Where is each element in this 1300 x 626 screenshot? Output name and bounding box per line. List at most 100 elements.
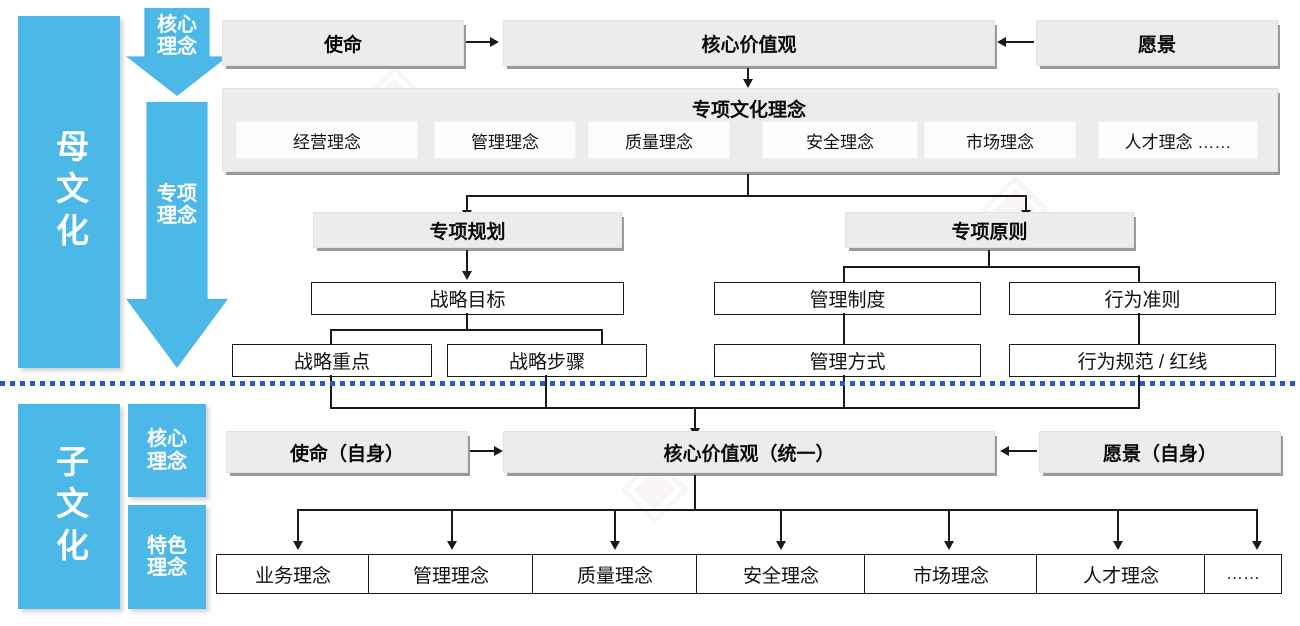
culture-chip-quality[interactable]: 质量理念	[588, 121, 730, 159]
behavior-guideline-box[interactable]: 行为准则	[1009, 282, 1276, 315]
child-item-safety[interactable]: 安全理念	[696, 554, 866, 594]
child-vision-label: 愿景（自身）	[1102, 443, 1217, 465]
culture-chip-management[interactable]: 管理理念	[434, 121, 576, 159]
culture-chip-talent[interactable]: 人才理念 ……	[1098, 121, 1258, 159]
child-item-management[interactable]: 管理理念	[368, 554, 534, 594]
connector-child-drop-2	[451, 509, 453, 545]
connector-child-mission-to-values	[470, 450, 496, 452]
management-method-box[interactable]: 管理方式	[714, 344, 981, 377]
strategy-goal-box[interactable]: 战略目标	[311, 282, 624, 315]
arrowhead-child-mission-to-values	[494, 446, 503, 456]
arrowhead-values-to-panel	[743, 79, 753, 88]
special-plan-header-label: 专项规划	[429, 221, 506, 243]
connector-branch-bus	[466, 195, 1026, 197]
parent-special-concept-line1: 专项	[157, 182, 197, 205]
connector-values-to-panel	[747, 68, 749, 84]
parent-mission-box[interactable]: 使命	[222, 20, 464, 66]
connector-panel-down	[747, 174, 749, 196]
culture-chip-quality-label: 质量理念	[625, 132, 693, 152]
management-system-box[interactable]: 管理制度	[714, 282, 981, 315]
arrowhead-mission-to-values	[490, 37, 499, 47]
connector-branch-right-drop	[1025, 195, 1027, 213]
child-culture-side-label: 子文化	[18, 404, 120, 609]
strategy-steps-label: 战略步骤	[508, 352, 585, 373]
connector-focus-cross	[330, 375, 332, 408]
child-item-market[interactable]: 市场理念	[864, 554, 1038, 594]
parent-core-values-box[interactable]: 核心价值观	[503, 20, 995, 66]
child-vision-box[interactable]: 愿景（自身）	[1039, 431, 1281, 473]
connector-principle-bus	[843, 266, 1139, 268]
child-item-quality[interactable]: 质量理念	[532, 554, 698, 594]
connector-goal-bus	[330, 329, 602, 331]
special-principle-header[interactable]: 专项原则	[845, 212, 1134, 248]
parent-core-values-label: 核心价值观	[701, 34, 797, 56]
connector-goal-right-drop	[601, 329, 603, 345]
culture-chip-talent-label: 人才理念 ……	[1124, 132, 1232, 152]
child-core-concept-line2: 理念	[147, 450, 187, 473]
connector-child-fanout-bus	[297, 509, 1257, 511]
parent-vision-label: 愿景	[1137, 34, 1176, 56]
connector-child-drop-4	[780, 509, 782, 545]
connector-principle-down	[988, 250, 990, 267]
culture-chip-market[interactable]: 市场理念	[924, 121, 1076, 159]
arrowhead-child-6	[1113, 541, 1123, 550]
connector-child-drop-1	[297, 509, 299, 545]
behavior-guideline-label: 行为准则	[1104, 290, 1181, 311]
child-mission-box[interactable]: 使命（自身）	[226, 431, 468, 473]
parent-culture-side-label-text: 母文化	[51, 129, 89, 255]
management-method-label: 管理方式	[809, 352, 886, 373]
behavior-norm-box[interactable]: 行为规范 / 红线	[1009, 344, 1276, 377]
arrowhead-child-5	[944, 541, 954, 550]
child-item-more-label: ……	[1226, 564, 1260, 583]
culture-chip-operation-label: 经营理念	[293, 132, 361, 152]
arrowhead-child-4	[776, 541, 786, 550]
special-culture-panel-title: 专项文化理念	[691, 100, 806, 121]
connector-child-vision-to-values	[1009, 450, 1037, 452]
connector-norm-cross	[1138, 375, 1140, 408]
connector-principle-left-drop	[843, 266, 845, 282]
parent-vision-box[interactable]: 愿景	[1036, 20, 1278, 66]
connector-goal-down	[466, 313, 468, 330]
child-item-market-label: 市场理念	[912, 565, 989, 587]
strategy-focus-label: 战略重点	[293, 352, 370, 373]
connector-child-drop-3	[614, 509, 616, 545]
culture-chip-safety[interactable]: 安全理念	[762, 121, 918, 159]
parent-culture-side-label: 母文化	[18, 16, 120, 368]
arrowhead-child-vision-to-values	[1000, 446, 1009, 456]
parent-special-concept-line2: 理念	[157, 205, 197, 227]
child-core-concept-band: 核心 理念	[128, 404, 206, 497]
child-item-business[interactable]: 业务理念	[216, 554, 370, 594]
behavior-norm-label: 行为规范 / 红线	[1077, 352, 1208, 373]
child-feature-concept-band: 特色 理念	[128, 505, 206, 609]
strategy-steps-box[interactable]: 战略步骤	[447, 344, 647, 377]
culture-chip-safety-label: 安全理念	[806, 132, 874, 152]
culture-chip-operation[interactable]: 经营理念	[236, 121, 418, 159]
connector-goal-left-drop	[330, 329, 332, 345]
arrowhead-child-2	[447, 541, 457, 550]
parent-core-concept-arrow: 核心 理念	[126, 8, 228, 96]
parent-mission-label: 使命	[323, 34, 362, 56]
child-item-more[interactable]: ……	[1204, 554, 1282, 594]
arrowhead-child-7	[1252, 541, 1262, 550]
child-mission-label: 使命（自身）	[289, 443, 404, 465]
connector-principle-right-drop	[1138, 266, 1140, 282]
connector-cross-to-child-values	[694, 407, 696, 431]
connector-steps-cross	[545, 375, 547, 408]
connector-child-drop-7	[1256, 509, 1258, 545]
special-principle-header-label: 专项原则	[951, 221, 1028, 243]
child-core-values-label: 核心价值观（统一）	[663, 443, 835, 465]
connector-method-cross	[843, 375, 845, 408]
parent-core-concept-line2: 理念	[157, 36, 197, 59]
strategy-focus-box[interactable]: 战略重点	[232, 344, 432, 377]
child-core-values-box[interactable]: 核心价值观（统一）	[503, 431, 995, 473]
child-item-talent[interactable]: 人才理念	[1036, 554, 1206, 594]
special-plan-header[interactable]: 专项规划	[313, 212, 622, 248]
connector-child-drop-5	[948, 509, 950, 545]
strategy-goal-label: 战略目标	[429, 290, 506, 311]
child-core-concept-line1: 核心	[147, 428, 187, 451]
child-feature-concept-line1: 特色	[147, 534, 187, 557]
connector-child-values-down	[694, 475, 696, 510]
connector-guideline-to-norm	[1138, 313, 1140, 345]
child-item-management-label: 管理理念	[412, 565, 489, 587]
